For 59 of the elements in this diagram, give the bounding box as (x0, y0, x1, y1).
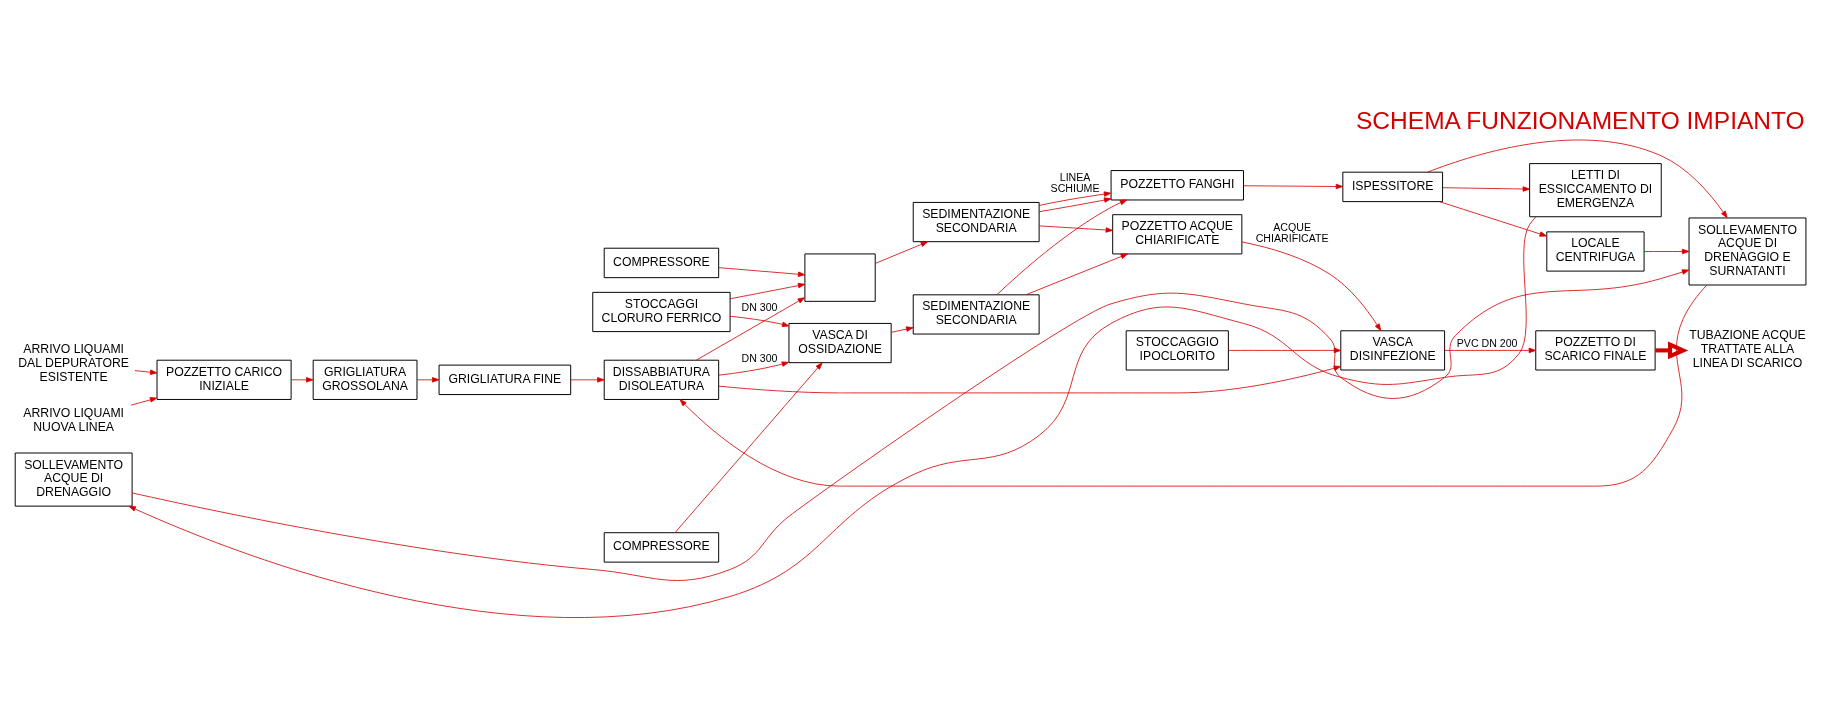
arrow (1427, 139, 1728, 218)
arrow (1241, 241, 1382, 331)
arrow (996, 199, 1128, 295)
edge-label: DN 300 (741, 300, 778, 313)
node-text: ARRIVO LIQUAMI NUOVA LINEA (23, 405, 125, 434)
node-text: ARRIVO LIQUAMI DAL DEPURATORE ESISTENTE (18, 341, 130, 384)
arrow (890, 325, 914, 333)
edge-label: LINEA SCHIUME (1050, 170, 1100, 194)
arrow (1439, 200, 1547, 237)
arrow (1038, 190, 1112, 206)
arrow (128, 215, 1537, 618)
arrow (729, 282, 806, 299)
arrow (718, 360, 790, 376)
node-box: SOLLEVAMENTO ACQUE DI DRENAGGIO E SURNATANTI (1688, 217, 1807, 285)
arrow (416, 376, 440, 383)
edge-label: DN 300 (741, 351, 778, 364)
node-box: LOCALE CENTRIFUGA (1546, 230, 1645, 272)
arrow (875, 240, 929, 264)
node-box: VASCA DI OSSIDAZIONE (788, 322, 892, 363)
arrow (679, 284, 1708, 487)
arrow (674, 361, 823, 533)
node-box: GRIGLIATURA FINE (438, 364, 572, 395)
node-box: POZZETTO CARICO INIZIALE (156, 359, 292, 400)
arrow (1444, 347, 1536, 353)
node-box: STOCCAGGI CLORURO FERRICO (592, 291, 731, 332)
node-text: TUBAZIONE ACQUE TRATTATE ALLA LINEA DI SCARICO (1689, 327, 1806, 370)
arrow (718, 365, 1341, 393)
arrow (1038, 224, 1113, 233)
edge-label: PVC DN 200 (1456, 336, 1518, 349)
node-box: SEDIMENTAZIONE SECONDARIA (912, 201, 1040, 242)
arrow (718, 266, 806, 277)
arrow (1243, 183, 1344, 189)
arrow (290, 376, 314, 383)
node-box: GRIGLIATURA GROSSOLANA (312, 359, 418, 400)
arrow (570, 376, 605, 383)
node-box: SEDIMENTAZIONE SECONDARIA (912, 293, 1040, 335)
node-box: POZZETTO FANGHI (1110, 169, 1244, 200)
node-box: VASCA DISINFEZIONE (1340, 329, 1446, 370)
edge-label: ACQUE CHIARIFICATE (1255, 220, 1329, 244)
arrow (1025, 253, 1128, 295)
node-box: DISSABBIATURA DISOLEATURA (603, 359, 720, 400)
arrow (695, 296, 806, 361)
arrow (729, 315, 790, 327)
diagram-title: SCHEMA FUNZIONAMENTO IMPIANTO (1356, 106, 1805, 134)
node-box: STOCCAGGIO IPOCLORITO (1125, 329, 1229, 370)
arrow (134, 369, 158, 375)
arrow (1643, 248, 1690, 254)
node-box: POZZETTO ACQUE CHIARIFICATE (1112, 213, 1243, 254)
node-box: ISPESSITORE (1342, 171, 1444, 202)
arrow (1442, 185, 1530, 192)
node-box: COMPRESSORE (603, 247, 720, 278)
arrow (1038, 196, 1112, 212)
arrow (131, 268, 1690, 581)
node-box: COMPRESSORE (603, 531, 720, 563)
node-box: LETTI DI ESSICCAMENTO DI EMERGENZA (1529, 162, 1662, 217)
arrow (130, 396, 158, 406)
node-box (804, 252, 876, 302)
node-box: SOLLEVAMENTO ACQUE DI DRENAGGIO (14, 452, 133, 507)
node-box: POZZETTO DI SCARICO FINALE (1535, 329, 1656, 370)
